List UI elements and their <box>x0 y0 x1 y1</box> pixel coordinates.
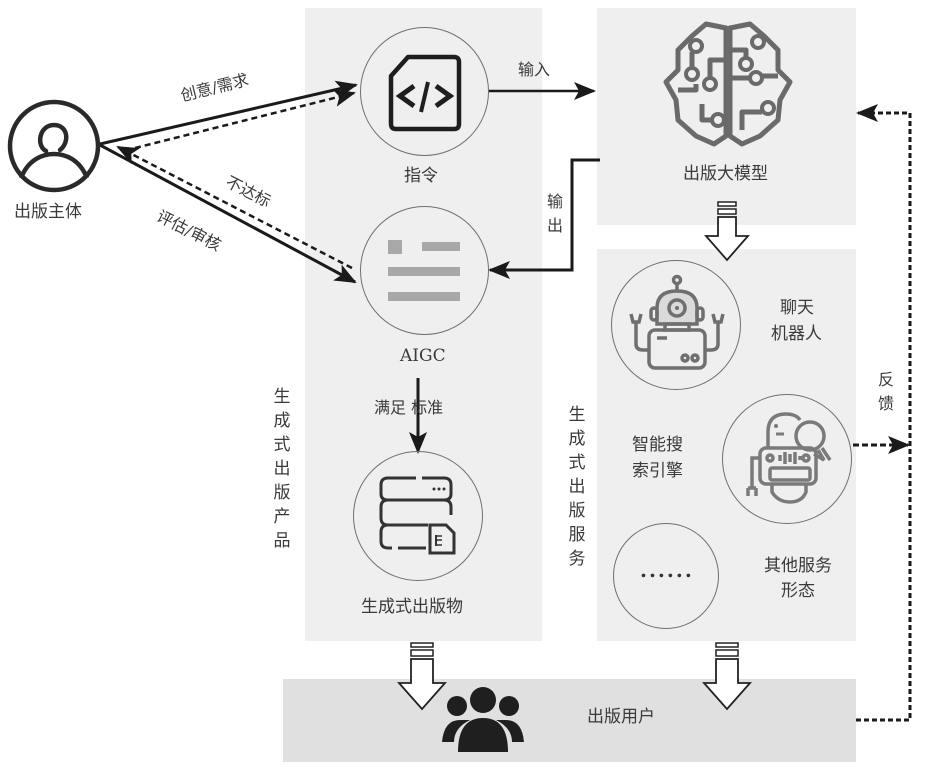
edge-idea-demand <box>99 80 358 146</box>
search-label-line2: 索引擎 <box>632 461 683 481</box>
chatbot-label-line2: 机器人 <box>771 324 822 344</box>
input-label: 输入 <box>518 60 551 79</box>
server-document-icon <box>379 476 456 555</box>
hollow-arrow-model-to-services <box>704 201 750 262</box>
circuit-brain-icon <box>663 21 793 147</box>
other-services-label-line2: 形态 <box>781 581 815 601</box>
edge-not-up-to-standard <box>116 145 353 270</box>
aigc-node <box>360 206 489 335</box>
output-label: 输出 <box>546 192 563 235</box>
search-robot-icon <box>746 412 832 504</box>
chatbot-label-line1: 聊天 <box>780 298 814 318</box>
text-lines-icon <box>388 240 460 301</box>
search-label-line1: 智能搜 <box>632 435 683 455</box>
publication-label: 生成式出版物 <box>361 597 463 617</box>
other-services-label-line1: 其他服务 <box>764 556 832 576</box>
edge-evaluate-review <box>99 143 357 284</box>
users-label: 出版用户 <box>587 707 655 727</box>
ellipsis-icon: ...... <box>640 558 694 582</box>
edge-idea-demand-dashed <box>134 89 356 150</box>
edge-output <box>488 158 600 279</box>
code-file-icon <box>388 54 462 132</box>
aigc-label: AIGC <box>400 346 446 366</box>
users-bar <box>283 679 856 762</box>
model-label: 出版大模型 <box>683 164 768 184</box>
feedback-label: 反馈 <box>877 370 894 413</box>
hollow-arrow-products-to-users <box>397 642 447 711</box>
subject-label: 出版主体 <box>14 202 82 222</box>
service-panel-title: 生成式出版服务 <box>568 405 586 569</box>
publication-node <box>353 451 483 581</box>
user-circle-icon <box>7 99 101 193</box>
users-group-icon <box>442 687 524 752</box>
hollow-arrow-services-to-users <box>702 642 752 711</box>
search-node <box>722 394 852 524</box>
robot-icon <box>629 274 725 370</box>
meets-standard-label: 满足 标准 <box>374 398 444 417</box>
other-services-node <box>613 523 719 629</box>
product-panel-title: 生成式出版产品 <box>273 387 291 551</box>
instruction-label: 指令 <box>404 166 438 186</box>
instruction-node <box>360 27 489 156</box>
edge-feedback <box>856 104 912 722</box>
chatbot-node <box>611 260 741 390</box>
